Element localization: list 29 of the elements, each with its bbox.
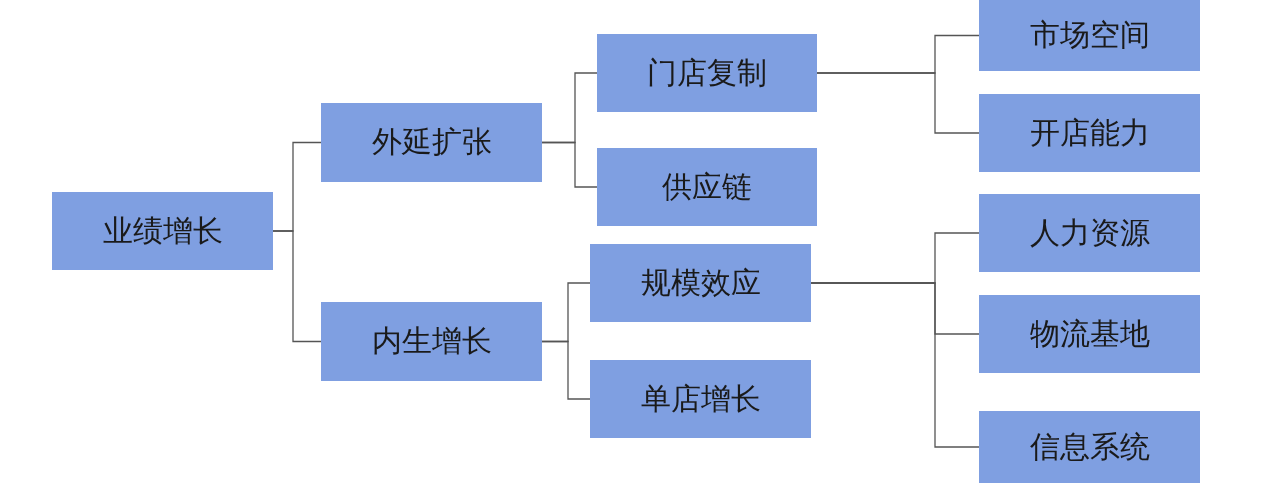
node-label: 市场空间 <box>1029 16 1150 54</box>
process-box <box>590 244 811 322</box>
process-box <box>597 148 817 226</box>
node-label: 业绩增长 <box>102 211 223 250</box>
node-label: 开店能力 <box>1029 113 1150 152</box>
process-box <box>979 411 1200 483</box>
process-box <box>979 0 1200 71</box>
process-box <box>979 94 1200 172</box>
process-box <box>979 194 1200 272</box>
process-box <box>979 295 1200 373</box>
node-label: 内生增长 <box>371 322 492 360</box>
process-box <box>597 34 817 112</box>
process-box <box>321 103 542 182</box>
process-box <box>321 302 542 381</box>
process-box <box>590 360 811 438</box>
connector-line <box>816 72 980 134</box>
node-label: 门店复制 <box>647 53 767 92</box>
process-box <box>52 192 273 270</box>
node-label: 外延扩张 <box>371 123 492 161</box>
node-label: 人力资源 <box>1029 213 1150 252</box>
connector-line <box>541 141 598 188</box>
node-label: 物流基地 <box>1029 314 1150 353</box>
connector-line <box>272 230 322 343</box>
node-label: 规模效应 <box>640 263 761 302</box>
connector-line <box>541 340 591 400</box>
node-label: 供应链 <box>662 167 752 206</box>
connector-line <box>810 282 980 448</box>
node-label: 单店增长 <box>640 379 761 418</box>
node-label: 信息系统 <box>1029 427 1150 466</box>
